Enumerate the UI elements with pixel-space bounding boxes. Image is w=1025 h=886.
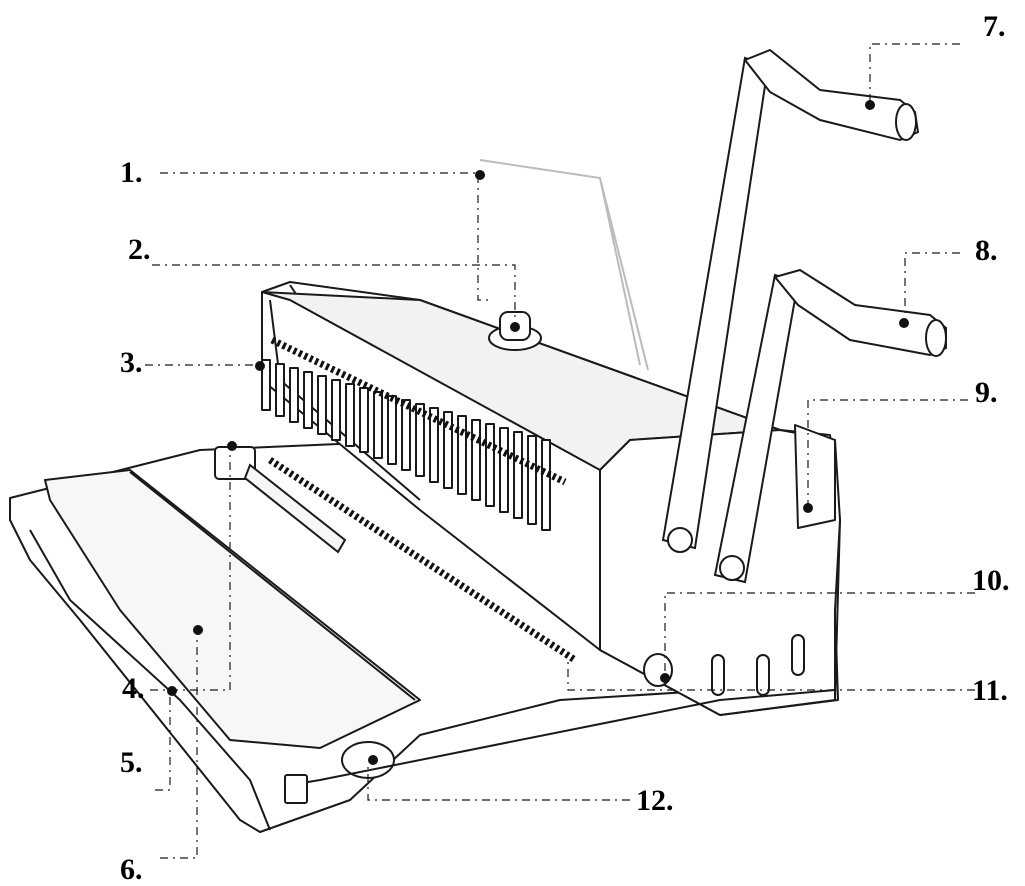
paper-support	[479, 159, 649, 371]
handle-grip-rear	[743, 48, 920, 142]
callout-label-5: 5.	[120, 746, 143, 779]
side-slot	[711, 654, 725, 696]
lower-hole-strip	[268, 457, 577, 663]
callout-label-10: 10.	[972, 564, 1010, 597]
callout-label-1: 1.	[120, 156, 143, 189]
base-front-edge	[29, 529, 271, 831]
callout-label-11: 11.	[972, 674, 1008, 707]
callout-label-7: 7.	[983, 10, 1006, 43]
handle-pivot-front	[719, 555, 745, 581]
callout-label-3: 3.	[120, 346, 143, 379]
callout-label-8: 8.	[975, 234, 998, 267]
leader-lines	[145, 43, 975, 859]
callout-label-6: 6.	[120, 853, 143, 886]
side-slot	[791, 634, 805, 676]
side-slot	[756, 654, 770, 696]
callout-label-4: 4.	[122, 672, 145, 705]
depth-rail-bar	[284, 774, 308, 804]
callout-label-2: 2.	[128, 233, 151, 266]
handle-pivot-rear	[667, 527, 693, 553]
leader-dots	[167, 100, 909, 765]
handle-grip-front	[773, 268, 947, 357]
upper-hole-strip	[270, 336, 567, 486]
punch-teeth	[261, 359, 551, 531]
side-guide-slot	[243, 463, 347, 554]
paper-feed-table	[44, 469, 421, 749]
storage-box	[794, 424, 836, 529]
callout-label-12: 12.	[636, 784, 674, 817]
callout-label-9: 9.	[975, 376, 998, 409]
